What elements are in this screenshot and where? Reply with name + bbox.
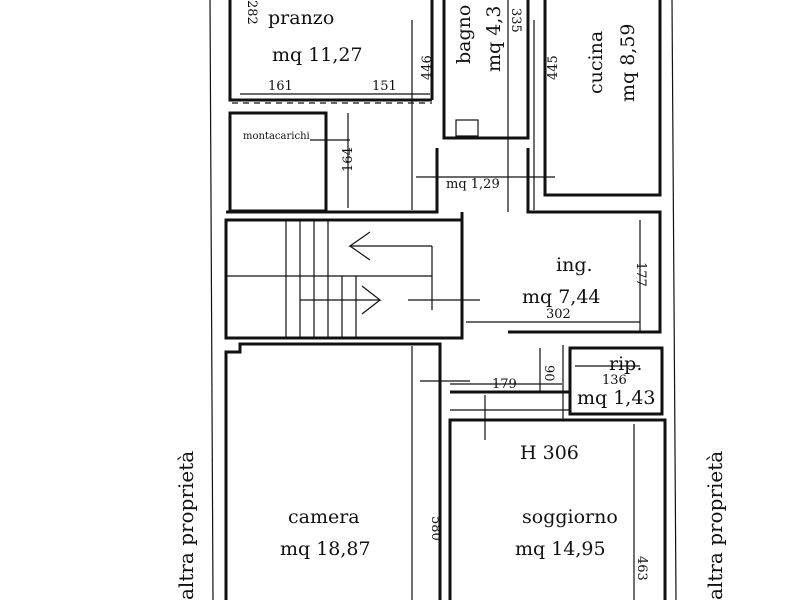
dimension-lines <box>240 0 641 600</box>
pranzo-area: mq 11,27 <box>272 44 363 66</box>
soggiorno-name: soggiorno <box>522 506 618 528</box>
cucina-name: cucina <box>585 31 607 94</box>
ripostiglio-name: rip. <box>609 353 642 375</box>
dim-177: 177 <box>633 262 648 287</box>
ingresso-area: mq 7,44 <box>522 286 601 308</box>
dim-164: 164 <box>341 147 356 172</box>
soggiorno-walls <box>448 390 667 600</box>
ingresso-name: ing. <box>556 254 593 276</box>
disimpegno-area: mq 1,29 <box>446 177 500 192</box>
left-neighbor-label: altra proprietà <box>174 451 198 600</box>
left-boundary-line <box>209 0 214 600</box>
montacarichi-name: montacarichi <box>243 131 310 142</box>
bagno-walls <box>442 0 530 140</box>
dim-136: 136 <box>602 373 627 388</box>
dim-463: 463 <box>634 556 649 581</box>
bagno-area: mq 4,3 <box>483 6 505 72</box>
soggiorno-area: mq 14,95 <box>515 538 606 560</box>
dim-90: 90 <box>541 365 556 382</box>
dim-335: 335 <box>508 8 523 33</box>
ripostiglio-walls <box>562 345 664 420</box>
height-label: H 306 <box>520 442 579 464</box>
montacarichi-walls <box>228 111 328 213</box>
ripostiglio-area: mq 1,43 <box>577 387 656 409</box>
dim-282: 282 <box>244 0 259 25</box>
right-neighbor-label: altra proprietà <box>703 451 727 600</box>
camera-area: mq 18,87 <box>280 538 371 560</box>
cucina-walls <box>543 0 662 197</box>
dim-446: 446 <box>420 55 435 80</box>
pranzo-walls <box>228 0 434 104</box>
right-boundary-line <box>671 0 677 600</box>
bagno-name: bagno <box>453 5 475 64</box>
dim-445: 445 <box>546 55 561 80</box>
dim-161: 161 <box>268 79 293 94</box>
camera-name: camera <box>288 506 360 528</box>
dim-302: 302 <box>546 307 571 322</box>
camera-walls <box>224 342 442 600</box>
cucina-area: mq 8,59 <box>617 23 639 102</box>
dim-580: 580 <box>428 516 443 541</box>
pranzo-name: pranzo <box>268 7 334 29</box>
dim-179: 179 <box>492 377 517 392</box>
dim-151: 151 <box>372 79 397 94</box>
stairwell <box>224 218 480 340</box>
